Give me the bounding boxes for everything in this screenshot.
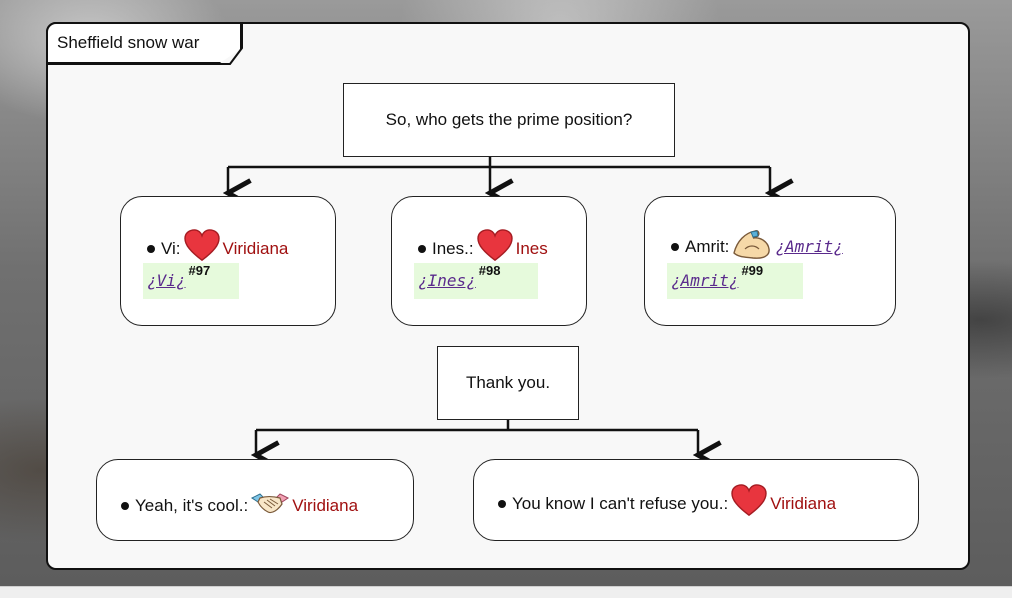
prompt-box-1: So, who gets the prime position? bbox=[343, 83, 675, 157]
choice-label: Yeah, it's cool.: bbox=[135, 495, 249, 515]
tag-link[interactable]: ¿Ines¿ bbox=[418, 271, 476, 290]
tag-line: ¿Amrit¿ #99 bbox=[667, 263, 803, 299]
flexed-biceps-icon bbox=[731, 227, 773, 266]
tag-link[interactable]: ¿Amrit¿ bbox=[671, 271, 739, 290]
prompt-text-1: So, who gets the prime position? bbox=[385, 110, 633, 129]
choice-node-vi[interactable]: Vi: Viridiana ¿Vi¿ #97 bbox=[120, 196, 336, 326]
bullet-icon bbox=[418, 244, 426, 253]
bottom-strip bbox=[0, 586, 1012, 598]
speaker-name: Viridiana bbox=[292, 495, 359, 515]
heart-icon bbox=[730, 484, 768, 523]
handshake-icon bbox=[250, 488, 290, 523]
prompt-text-2: Thank you. bbox=[465, 373, 551, 392]
tag-line: ¿Ines¿ #98 bbox=[414, 263, 538, 299]
choice-node-refuse[interactable]: You know I can't refuse you.: Viridiana bbox=[473, 459, 919, 541]
choice-label: Vi: bbox=[161, 238, 181, 258]
choice-label: Ines.: bbox=[432, 238, 474, 258]
ref-number: #99 bbox=[741, 263, 764, 278]
tag-link[interactable]: ¿Vi¿ bbox=[147, 271, 186, 290]
prompt-box-2: Thank you. bbox=[437, 346, 579, 420]
choice-node-amrit[interactable]: Amrit: ¿Amrit¿ ¿Amrit¿ #99 bbox=[644, 196, 896, 326]
heart-icon bbox=[476, 229, 514, 268]
heart-icon bbox=[183, 229, 221, 268]
bullet-icon bbox=[121, 501, 129, 510]
choice-label: Amrit: bbox=[685, 236, 730, 256]
ref-number: #97 bbox=[188, 263, 211, 278]
inline-tag-link[interactable]: ¿Amrit¿ bbox=[775, 237, 843, 256]
choice-node-cool[interactable]: Yeah, it's cool.: Viridiana bbox=[96, 459, 414, 541]
speaker-name: Viridiana bbox=[222, 238, 289, 258]
tag-line: ¿Vi¿ #97 bbox=[143, 263, 239, 299]
bullet-icon bbox=[671, 242, 679, 251]
choice-label: You know I can't refuse you.: bbox=[512, 493, 729, 513]
speaker-name: Viridiana bbox=[770, 493, 837, 513]
bullet-icon bbox=[147, 244, 155, 253]
choice-node-ines[interactable]: Ines.: Ines ¿Ines¿ #98 bbox=[391, 196, 587, 326]
speaker-name: Ines bbox=[515, 238, 548, 258]
ref-number: #98 bbox=[478, 263, 501, 278]
bullet-icon bbox=[498, 499, 506, 508]
